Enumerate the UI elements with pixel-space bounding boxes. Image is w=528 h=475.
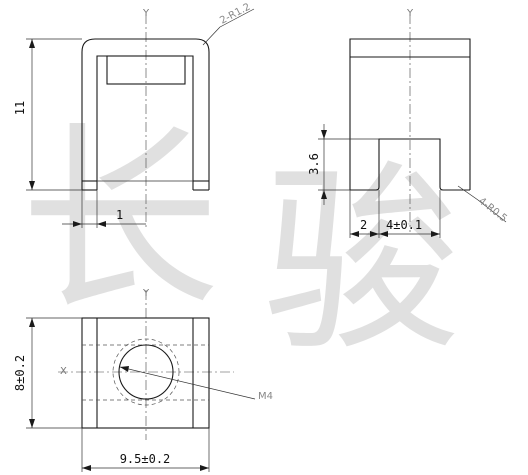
top-thread-outer-circle	[112, 338, 180, 406]
side-radius-leader	[457, 185, 479, 201]
watermark-char-2: 骏	[262, 145, 462, 378]
front-dim-thk-text: 1	[116, 208, 123, 222]
side-dim-slot-height-text: 3.6	[307, 153, 321, 175]
side-body-outline	[349, 38, 471, 190]
top-dim-width-text: 9.5±0.2	[120, 452, 171, 466]
front-radius-leader	[202, 26, 221, 46]
top-outer-rect	[81, 317, 210, 429]
side-dim-slot-width-text: 4±0.1	[386, 218, 422, 232]
side-dim-arrows-bottom	[350, 231, 440, 237]
top-thread-leader-arrow	[120, 366, 129, 372]
side-dim-offset-text: 2	[360, 218, 367, 232]
side-axis-y-label: Y	[406, 8, 414, 19]
front-dim-height-text: 11	[13, 101, 27, 115]
top-thread-inner-circle	[118, 344, 174, 400]
front-outer-profile	[81, 38, 210, 190]
front-top-window	[106, 55, 186, 85]
watermark-char-1: 长	[20, 105, 220, 338]
front-axis-y-label: Y	[142, 8, 150, 19]
top-dim-height-text: 8±0.2	[13, 355, 27, 391]
top-view: Y X 8±0.2 9.5±0.2 M4	[13, 288, 273, 472]
side-radius-leader-tail	[477, 199, 507, 223]
top-axis-y-label: Y	[142, 288, 150, 299]
side-bottom-slot	[350, 138, 470, 191]
top-thread-leader	[119, 366, 256, 400]
front-radius-leader-tail	[219, 8, 255, 28]
side-radius-callout: 4-R0.5	[476, 196, 509, 225]
front-dim-arrows-thk	[73, 221, 106, 227]
top-thread-label: M4	[258, 391, 273, 402]
front-radius-callout: 2-R1.2	[218, 2, 252, 27]
top-axis-x-label: X	[60, 366, 67, 377]
